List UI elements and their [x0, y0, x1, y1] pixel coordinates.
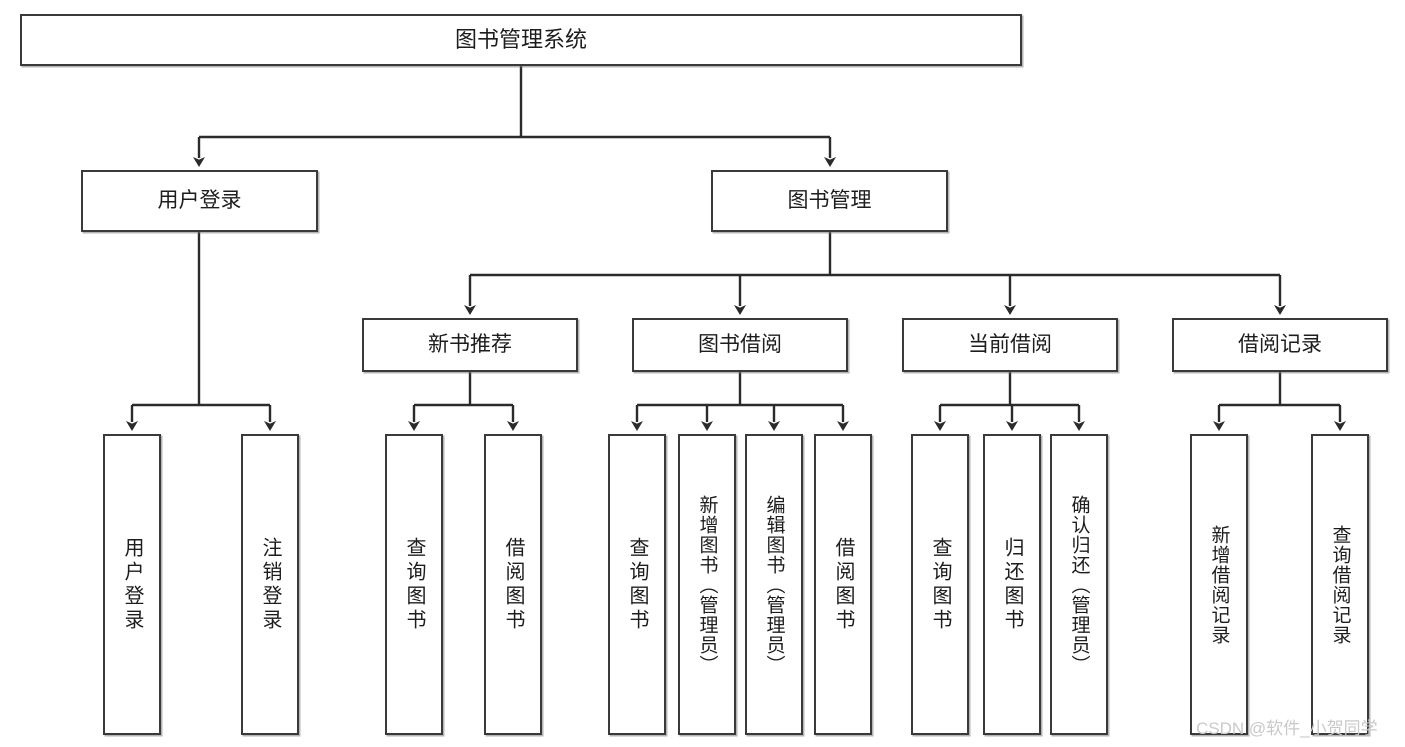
- node-user-login[interactable]: 用户登录: [81, 170, 318, 232]
- leaf-query-book-current[interactable]: 查询图书: [911, 434, 969, 735]
- node-book-management[interactable]: 图书管理: [711, 170, 948, 232]
- leaf-add-borrow-record[interactable]: 新增借阅记录: [1190, 434, 1248, 735]
- leaf-add-book-admin[interactable]: 新增图书（管理员）: [678, 434, 736, 735]
- leaf-query-book-recommend[interactable]: 查询图书: [385, 434, 443, 735]
- node-label: 借阅记录: [1238, 332, 1322, 356]
- node-label: 注销登录: [259, 536, 281, 633]
- node-label: 图书借阅: [698, 332, 782, 356]
- node-label: 图书管理: [787, 188, 872, 212]
- node-label: 查询借阅记录: [1329, 524, 1351, 645]
- node-root[interactable]: 图书管理系统: [20, 14, 1022, 66]
- node-label: 用户登录: [121, 536, 143, 633]
- node-borrow-record[interactable]: 借阅记录: [1172, 318, 1388, 372]
- node-label: 新增借阅记录: [1208, 524, 1230, 645]
- node-label: 确认归还（管理员）: [1068, 494, 1090, 675]
- csdn-watermark: CSDN @软件_小贺同学: [1196, 719, 1378, 738]
- leaf-confirm-return-admin[interactable]: 确认归还（管理员）: [1050, 434, 1108, 735]
- node-current-borrow[interactable]: 当前借阅: [902, 318, 1118, 372]
- node-label: 归还图书: [1001, 536, 1023, 633]
- leaf-borrow-book[interactable]: 借阅图书: [814, 434, 872, 735]
- leaf-edit-book-admin[interactable]: 编辑图书（管理员）: [745, 434, 803, 735]
- node-label: 查询图书: [626, 536, 648, 633]
- leaf-user-login[interactable]: 用户登录: [103, 434, 161, 735]
- node-label: 编辑图书（管理员）: [763, 494, 785, 675]
- leaf-return-book[interactable]: 归还图书: [983, 434, 1041, 735]
- node-label: 借阅图书: [502, 536, 524, 633]
- node-label: 新书推荐: [428, 332, 512, 356]
- node-label: 查询图书: [403, 536, 425, 633]
- leaf-query-book-borrow[interactable]: 查询图书: [608, 434, 666, 735]
- node-label: 图书管理系统: [454, 27, 587, 53]
- node-label: 借阅图书: [832, 536, 854, 633]
- node-book-borrow[interactable]: 图书借阅: [632, 318, 848, 372]
- node-label: 用户登录: [157, 188, 242, 212]
- node-new-book-recommend[interactable]: 新书推荐: [362, 318, 578, 372]
- node-label: 新增图书（管理员）: [696, 494, 718, 675]
- node-label: 当前借阅: [968, 332, 1052, 356]
- leaf-borrow-book-recommend[interactable]: 借阅图书: [484, 434, 542, 735]
- leaf-logout[interactable]: 注销登录: [241, 434, 299, 735]
- node-label: 查询图书: [929, 536, 951, 633]
- leaf-query-borrow-record[interactable]: 查询借阅记录: [1311, 434, 1369, 735]
